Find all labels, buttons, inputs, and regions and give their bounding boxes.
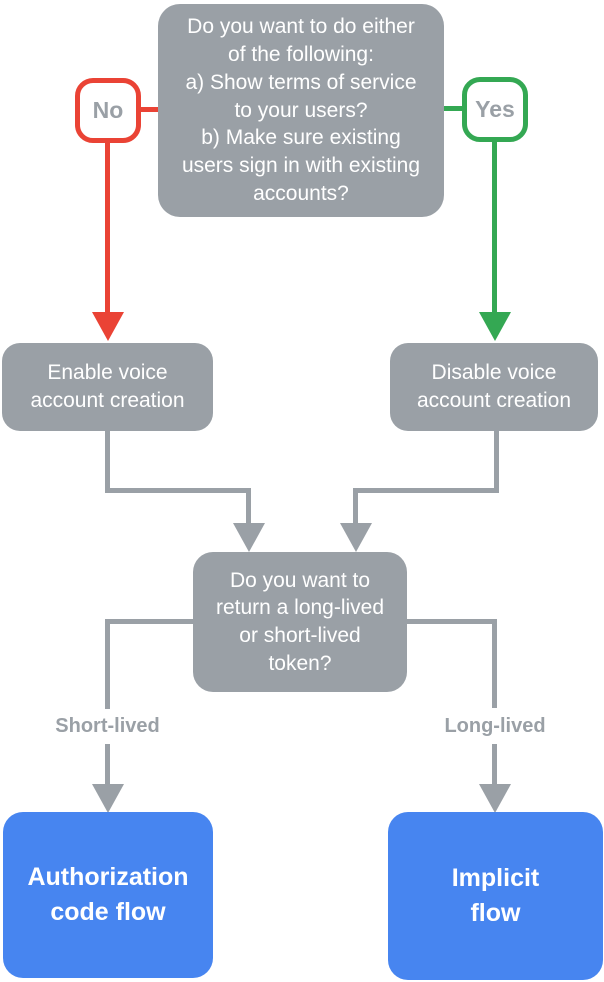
yes-connector-horizontal: [444, 106, 462, 111]
yes-badge: Yes: [462, 77, 528, 142]
no-arrowhead-icon: [92, 312, 124, 341]
no-connector-horizontal: [141, 107, 158, 112]
long-lived-arrowhead-icon: [479, 784, 511, 813]
yes-arrowhead-icon: [479, 312, 511, 341]
disable-arrowhead-icon: [340, 523, 372, 552]
enable-connector-vertical: [105, 431, 110, 493]
disable-connector-vertical: [494, 431, 499, 493]
enable-arrowhead-icon: [233, 523, 265, 552]
disable-connector-horizontal: [353, 488, 499, 493]
short-lived-connector-vertical: [105, 619, 110, 786]
no-connector-vertical: [105, 140, 110, 313]
short-lived-connector-horizontal: [105, 619, 193, 624]
short-lived-arrowhead-icon: [92, 784, 124, 813]
authorization-code-flow-box: Authorization code flow: [3, 812, 213, 978]
decision-box-token-lifetime: Do you want to return a long-lived or sh…: [193, 552, 407, 692]
implicit-flow-box: Implicit flow: [388, 812, 603, 980]
enable-connector-horizontal: [105, 488, 251, 493]
no-badge: No: [75, 78, 141, 143]
long-lived-connector-vertical: [492, 619, 497, 786]
decision-box-terms-of-service: Do you want to do either of the followin…: [158, 4, 444, 217]
long-lived-connector-horizontal: [407, 619, 495, 624]
disable-voice-account-creation-box: Disable voice account creation: [390, 343, 598, 431]
enable-voice-account-creation-box: Enable voice account creation: [2, 343, 213, 431]
yes-connector-vertical: [492, 139, 497, 313]
short-lived-label: Short-lived: [22, 709, 193, 744]
long-lived-label: Long-lived: [410, 708, 580, 744]
enable-connector-drop: [246, 488, 251, 525]
disable-connector-drop: [353, 488, 358, 525]
